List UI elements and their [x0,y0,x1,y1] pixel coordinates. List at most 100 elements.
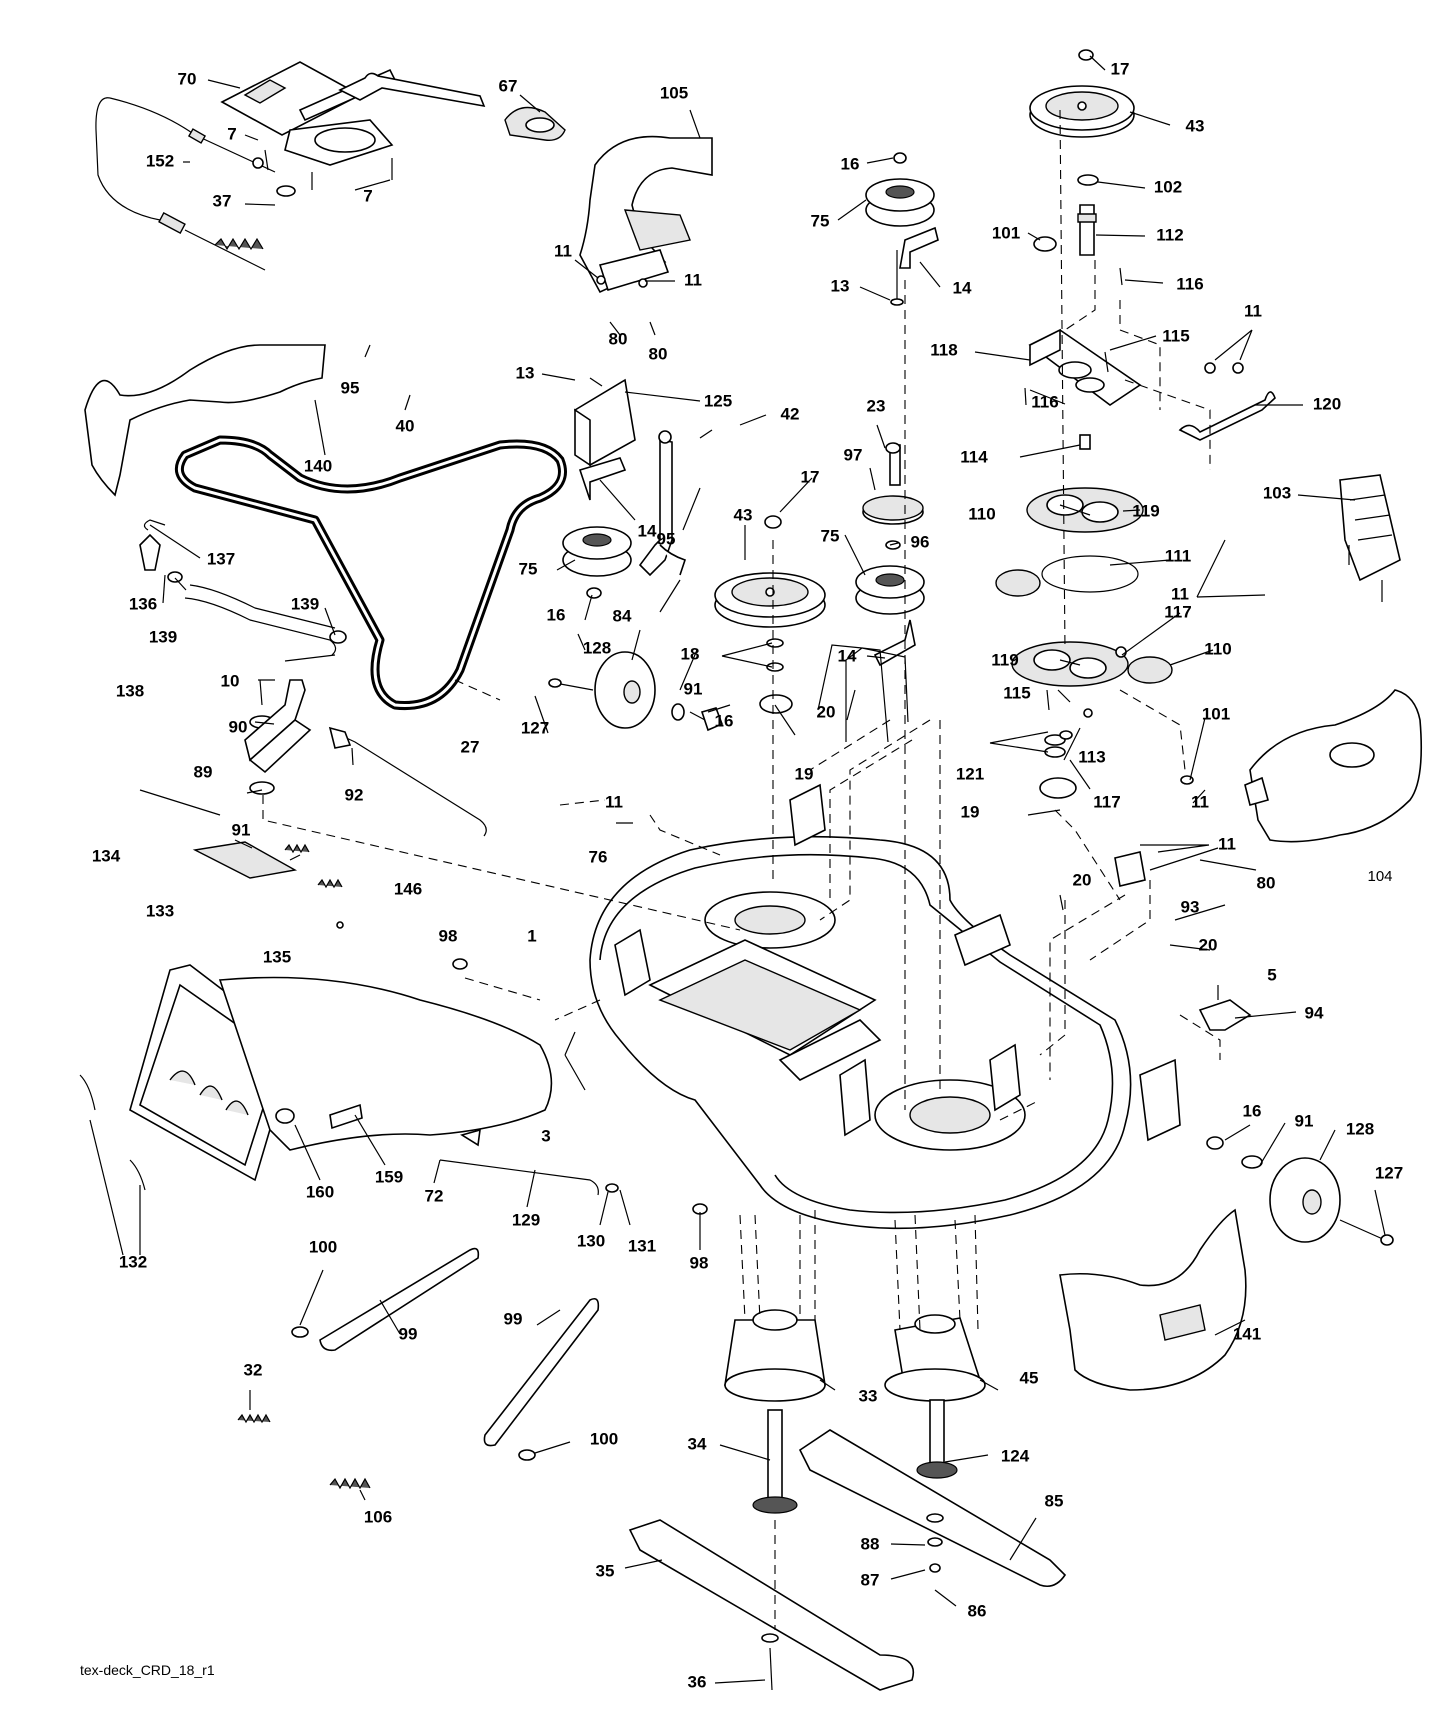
label-33: 33 [859,1386,878,1405]
label-20b: 20 [1073,870,1092,889]
label-104: 104 [1367,868,1392,885]
label-101b: 101 [1202,704,1230,723]
label-99: 99 [399,1324,418,1343]
label-20: 20 [817,702,836,721]
label-11e: 11 [1191,792,1209,811]
label-119b: 119 [991,650,1018,669]
label-75b: 75 [821,526,840,545]
label-10: 10 [221,671,240,690]
discharge-chute [79,964,619,1196]
label-115: 115 [1162,326,1189,345]
label-75c: 75 [519,559,538,578]
label-5: 5 [1267,965,1276,984]
label-136: 136 [129,594,157,613]
label-11g: 11 [1218,834,1236,853]
gauge-wheel-left [548,651,724,732]
label-42: 42 [781,404,800,423]
label-159: 159 [375,1167,403,1186]
label-112: 112 [1156,225,1183,244]
label-35: 35 [596,1561,615,1580]
label-95b: 95 [657,529,676,548]
label-124: 124 [1001,1446,1030,1465]
label-98: 98 [439,926,458,945]
callout-labels: 70 67 105 17 43 16 102 7 7 152 37 75 101… [92,59,1403,1691]
spindle-45 [884,1314,986,1479]
label-117: 117 [1164,602,1191,621]
label-103: 103 [1263,483,1291,502]
label-141: 141 [1233,1324,1261,1343]
gearbox-guard-103 [1339,474,1401,602]
label-13: 13 [831,276,850,295]
label-91b: 91 [232,820,251,839]
label-89: 89 [194,762,213,781]
label-146: 146 [394,879,422,898]
parts-art [79,49,1423,1691]
label-116b: 116 [1031,392,1058,411]
label-16b: 16 [547,605,566,624]
drive-belt [174,435,567,711]
label-139: 139 [149,627,177,646]
label-11b: 11 [684,270,702,289]
label-102: 102 [1154,177,1182,196]
label-80: 80 [609,329,628,348]
label-86: 86 [968,1601,987,1620]
idler-pulley-center [855,442,925,667]
label-43: 43 [1186,116,1205,135]
label-13b: 13 [516,363,535,382]
spindle-33 [724,1309,826,1514]
label-134: 134 [92,846,121,865]
label-111: 111 [1165,546,1192,565]
label-85: 85 [1045,1491,1064,1510]
label-45: 45 [1020,1368,1039,1387]
label-119: 119 [1132,501,1159,520]
label-135: 135 [263,947,291,966]
label-19b: 19 [961,802,980,821]
label-120: 120 [1313,394,1341,413]
label-36: 36 [688,1672,707,1691]
fittings-left [139,519,347,656]
label-110b: 110 [1204,639,1231,658]
label-129: 129 [512,1210,540,1229]
label-96: 96 [911,532,930,551]
label-20c: 20 [1199,935,1218,954]
label-75: 75 [811,211,830,230]
lever-knob [504,106,566,141]
label-40: 40 [396,416,415,435]
label-16: 16 [841,154,860,173]
drawing-caption: tex-deck_CRD_18_r1 [80,1662,215,1678]
blade-35 [628,1519,915,1691]
label-106: 106 [364,1507,392,1526]
label-139b: 139 [291,594,319,613]
label-18: 18 [681,644,700,663]
label-11d: 11 [1171,584,1189,603]
label-16c: 16 [715,711,734,730]
brackets-right [1114,851,1252,1031]
springs-linkage [139,789,344,929]
label-14b: 14 [638,521,657,540]
label-116: 116 [1176,274,1203,293]
idler-bracket-left [562,377,713,599]
label-90: 90 [229,717,248,736]
label-94: 94 [1305,1003,1324,1022]
label-140: 140 [304,456,332,475]
label-91: 91 [684,679,703,698]
label-100b: 100 [590,1429,618,1448]
label-37: 37 [213,191,232,210]
label-127b: 127 [1375,1163,1403,1182]
blade-guard-141 [1059,1208,1247,1391]
belt-guard-140 [84,344,326,497]
label-67: 67 [499,76,518,95]
label-121: 121 [956,764,984,783]
label-101: 101 [992,223,1020,242]
label-130: 130 [577,1231,605,1250]
label-84: 84 [613,606,632,625]
label-19: 19 [795,764,814,783]
label-70: 70 [178,69,197,88]
label-27: 27 [461,737,480,756]
label-80c: 80 [1257,873,1276,892]
alignment-lines [262,109,1221,1630]
height-bracket [244,679,487,837]
label-32: 32 [244,1360,263,1379]
label-43b: 43 [734,505,753,524]
label-80b: 80 [649,344,668,363]
